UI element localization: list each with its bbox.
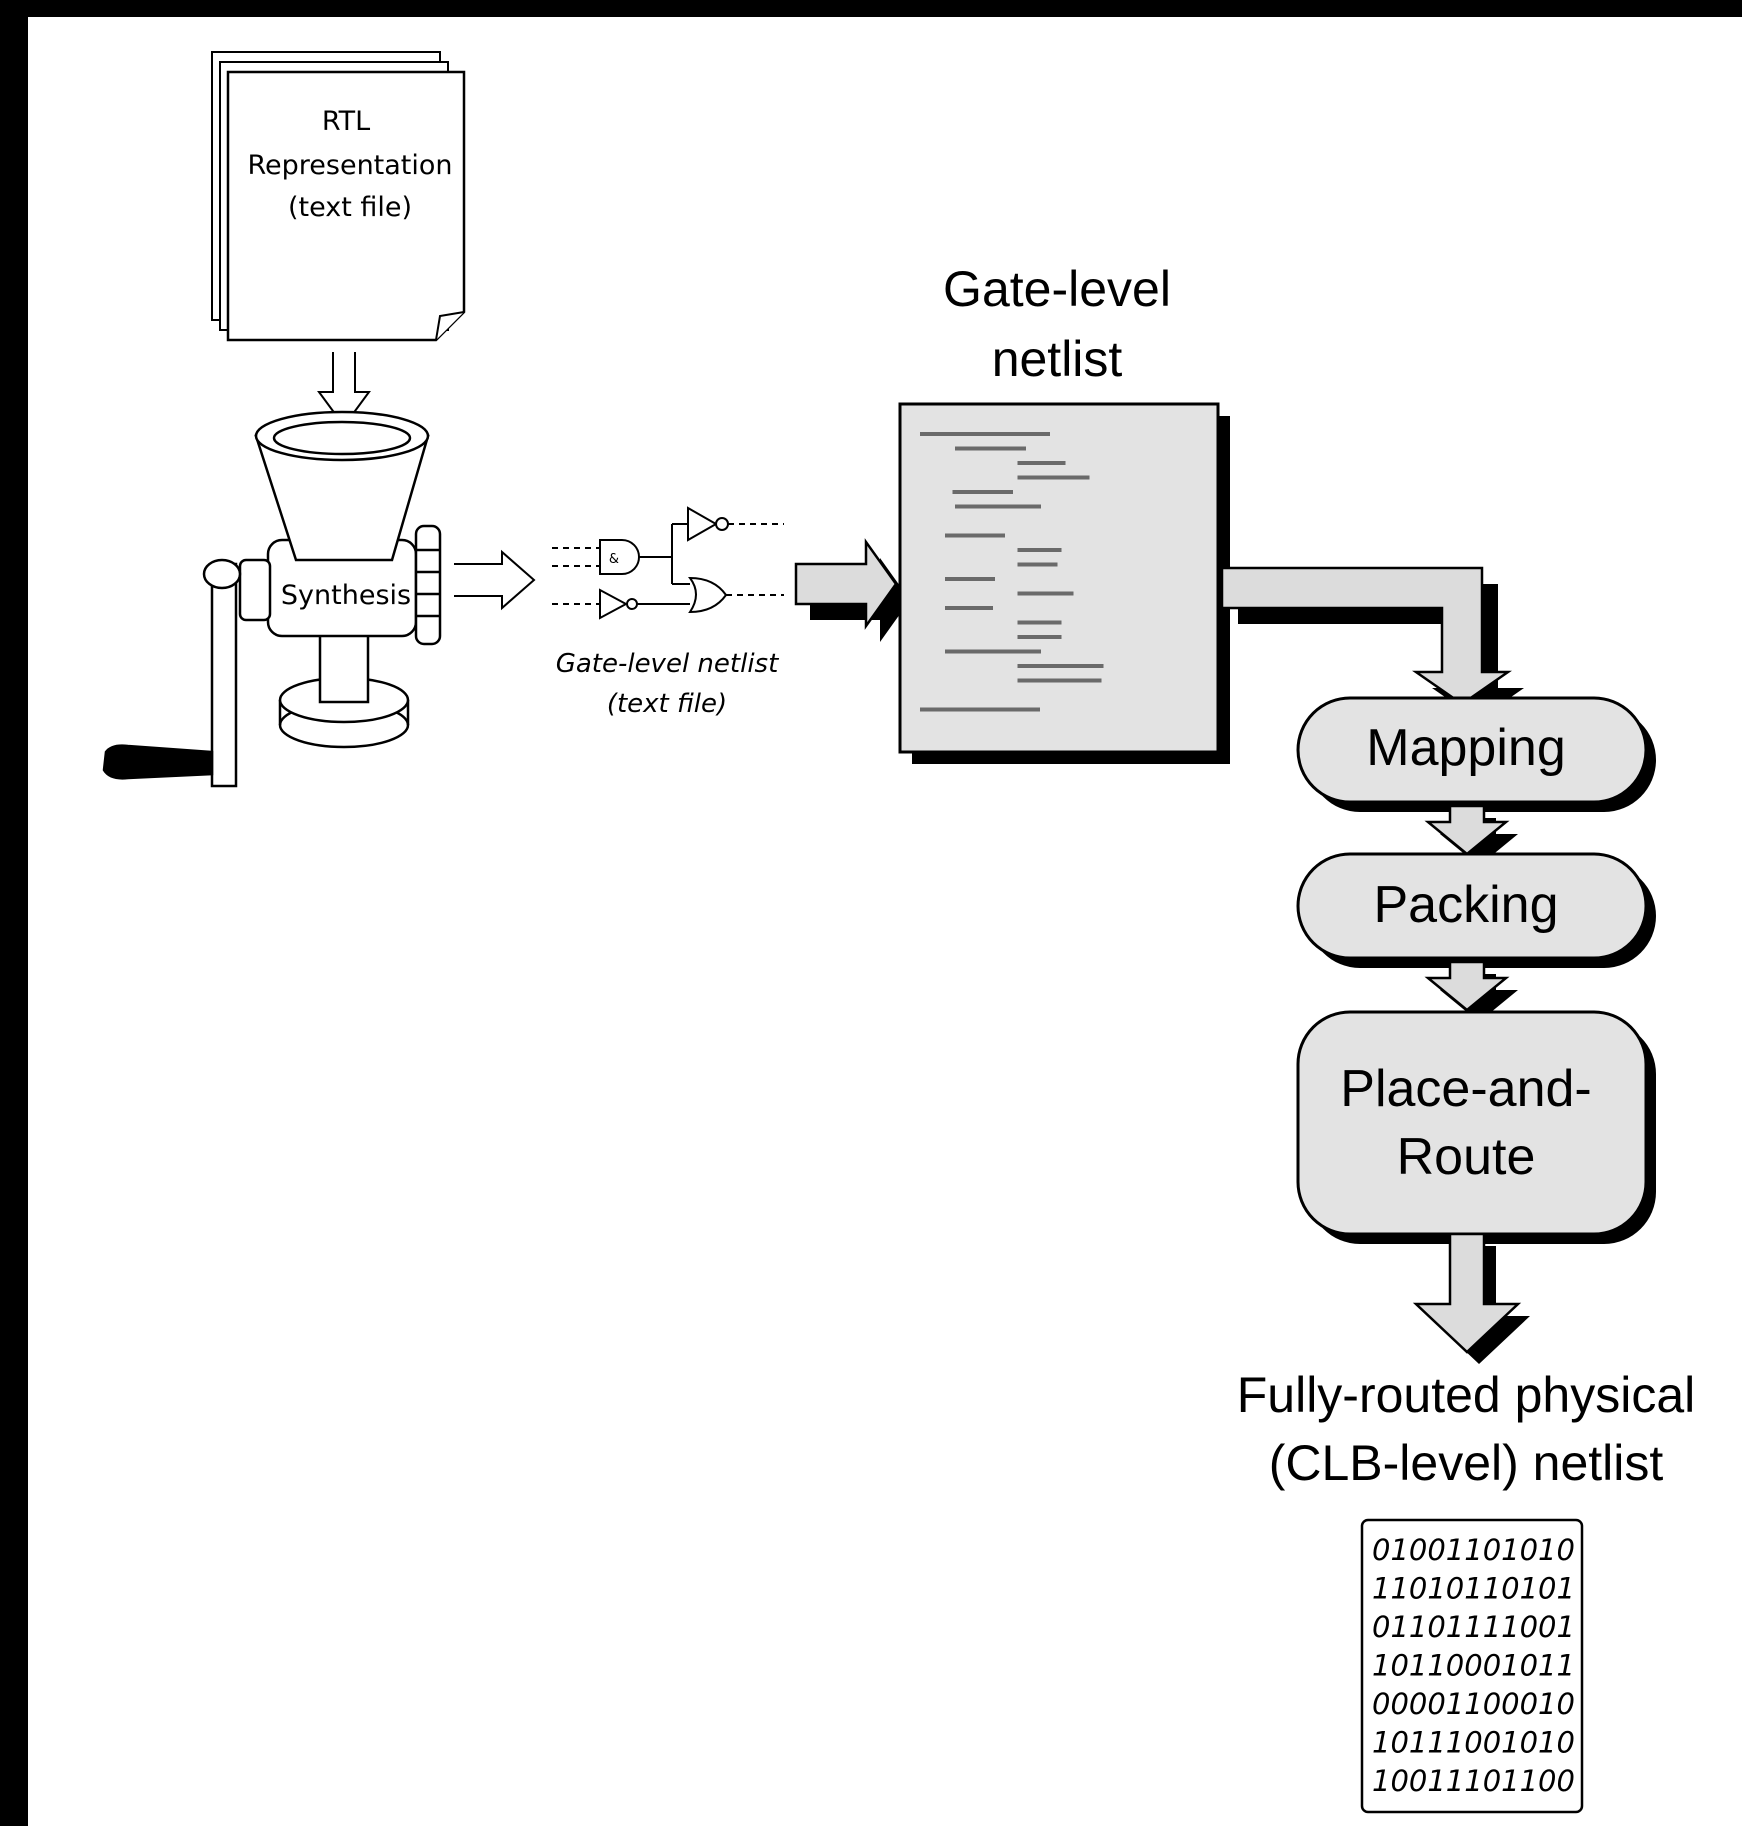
netlist-code-line <box>945 649 1041 654</box>
output-title-line-1: Fully-routed physical <box>1237 1367 1696 1423</box>
arrow-to-packing-icon <box>1424 804 1518 866</box>
logic-gates-icon <box>552 506 784 620</box>
netlist-code-line <box>1017 562 1058 567</box>
place-and-route-label-1: Place-and- <box>1340 1060 1591 1118</box>
bit-row: 01001101010 <box>1372 1533 1575 1567</box>
gate-caption-line-1: Gate-level netlist <box>556 649 779 679</box>
right-arrow-icon <box>454 549 536 611</box>
netlist-code-line <box>1017 475 1090 480</box>
netlist-title-line-2: netlist <box>992 331 1123 387</box>
bit-row: 00001100010 <box>1372 1687 1575 1721</box>
and-gate-symbol: & <box>609 552 619 567</box>
netlist-code-line <box>1017 635 1062 639</box>
bit-row: 10011101100 <box>1372 1764 1575 1798</box>
netlist-code-line <box>945 606 993 610</box>
rtl-line-3: (text file) <box>288 192 412 223</box>
netlist-code-line <box>1017 678 1102 683</box>
mapping-step: Mapping <box>1296 696 1656 812</box>
netlist-code-line <box>920 432 1050 436</box>
meat-grinder-icon <box>102 410 442 788</box>
bit-row: 10110001011 <box>1372 1649 1575 1683</box>
bit-row: 01101111001 <box>1372 1610 1575 1644</box>
netlist-code-line <box>975 490 1013 494</box>
packing-step: Packing <box>1296 852 1656 968</box>
netlist-code-line <box>952 490 987 494</box>
netlist-code-line <box>1017 461 1066 465</box>
netlist-title-line-1: Gate-level <box>943 261 1171 317</box>
netlist-code-line <box>920 707 1040 712</box>
netlist-code-line <box>1017 591 1074 596</box>
arrow-to-output-icon <box>1412 1232 1530 1364</box>
output-title-line-2: (CLB-level) netlist <box>1269 1435 1664 1491</box>
netlist-code-line <box>1017 664 1104 668</box>
netlist-code-line <box>955 504 1041 509</box>
netlist-code-line <box>970 446 1026 451</box>
netlist-code-line <box>1017 548 1062 552</box>
arrow-into-netlist-icon <box>794 538 910 642</box>
mapping-label: Mapping <box>1366 719 1565 777</box>
arrow-to-place-route-icon <box>1424 960 1518 1022</box>
place-and-route-label-2: Route <box>1397 1128 1536 1186</box>
paper-stack-icon <box>211 51 466 342</box>
rtl-line-2: Representation <box>247 150 452 181</box>
binary-file-icon: 01001101010 11010110101 01101111001 1011000… <box>1360 1518 1584 1814</box>
bit-row: 10111001010 <box>1372 1726 1575 1760</box>
gate-caption-line-2: (text file) <box>607 689 727 719</box>
bit-row: 11010110101 <box>1372 1572 1575 1606</box>
netlist-code-line <box>945 577 995 581</box>
netlist-code-line <box>1017 620 1062 625</box>
netlist-sheet-icon <box>898 402 1230 764</box>
packing-label: Packing <box>1374 876 1559 934</box>
arrow-to-mapping-icon <box>1220 566 1524 720</box>
rtl-line-1: RTL <box>322 106 370 137</box>
synthesis-label: Synthesis <box>281 580 411 611</box>
netlist-code-line <box>945 533 993 538</box>
place-and-route-step: Place-and- Route <box>1296 1010 1656 1244</box>
